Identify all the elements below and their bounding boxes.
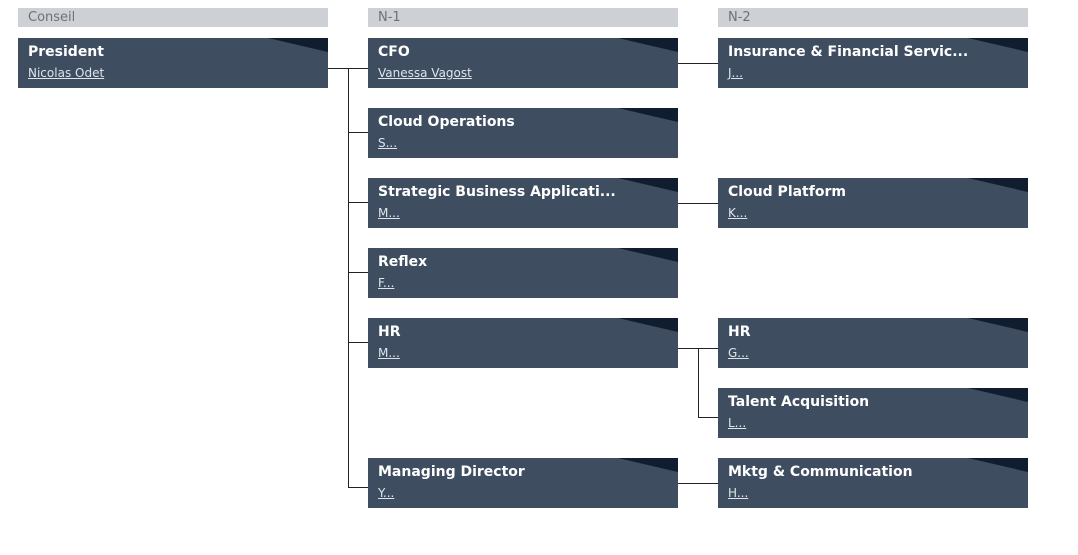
connector-line [348, 272, 368, 273]
org-node-talent-acquisition[interactable]: Talent Acquisition L... [718, 388, 1028, 438]
connector-line [348, 487, 368, 488]
node-title: Cloud Operations [378, 114, 515, 130]
node-person-link[interactable]: Vanessa Vagost [378, 66, 472, 80]
connector-line [348, 132, 368, 133]
corner-decoration [618, 248, 678, 262]
org-node-cfo[interactable]: CFO Vanessa Vagost [368, 38, 678, 88]
corner-decoration [618, 178, 678, 192]
node-title: HR [728, 324, 751, 340]
connector-line [678, 483, 718, 484]
connector-line [348, 68, 368, 69]
connector-line [348, 342, 368, 343]
corner-decoration [618, 38, 678, 52]
corner-decoration [618, 458, 678, 472]
node-title: Insurance & Financial Servic... [728, 44, 969, 60]
corner-decoration [968, 458, 1028, 472]
org-node-cloud-operations[interactable]: Cloud Operations S... [368, 108, 678, 158]
node-title: HR [378, 324, 401, 340]
node-title: CFO [378, 44, 410, 60]
node-person-link[interactable]: J... [728, 66, 743, 80]
corner-decoration [618, 108, 678, 122]
node-person-link[interactable]: F... [378, 276, 395, 290]
node-person-link[interactable]: M... [378, 206, 400, 220]
org-node-cloud-platform[interactable]: Cloud Platform K... [718, 178, 1028, 228]
node-title: Talent Acquisition [728, 394, 870, 410]
node-person-link[interactable]: K... [728, 206, 748, 220]
node-person-link[interactable]: Nicolas Odet [28, 66, 105, 80]
node-person-link[interactable]: G... [728, 346, 749, 360]
connector-line [678, 203, 718, 204]
column-header-conseil: Conseil [18, 8, 328, 27]
corner-decoration [968, 318, 1028, 332]
org-node-strategic-business-applications[interactable]: Strategic Business Applicati... M... [368, 178, 678, 228]
connector-line [328, 68, 348, 69]
column-header-n1: N-1 [368, 8, 678, 27]
org-node-reflex[interactable]: Reflex F... [368, 248, 678, 298]
node-person-link[interactable]: S... [378, 136, 398, 150]
node-title: Reflex [378, 254, 428, 270]
org-node-hr[interactable]: HR M... [368, 318, 678, 368]
org-node-mktg-communication[interactable]: Mktg & Communication H... [718, 458, 1028, 508]
node-person-link[interactable]: L... [728, 416, 747, 430]
connector-line [698, 348, 699, 418]
node-person-link[interactable]: H... [728, 486, 749, 500]
column-header-n2: N-2 [718, 8, 1028, 27]
corner-decoration [968, 388, 1028, 402]
node-person-link[interactable]: M... [378, 346, 400, 360]
corner-decoration [968, 38, 1028, 52]
node-person-link[interactable]: Y... [378, 486, 395, 500]
corner-decoration [968, 178, 1028, 192]
connector-line [348, 202, 368, 203]
node-title: Cloud Platform [728, 184, 846, 200]
connector-line [678, 63, 718, 64]
node-title: Mktg & Communication [728, 464, 913, 480]
node-title: Managing Director [378, 464, 525, 480]
node-title: Strategic Business Applicati... [378, 184, 616, 200]
corner-decoration [268, 38, 328, 52]
connector-line [348, 68, 349, 488]
org-node-managing-director[interactable]: Managing Director Y... [368, 458, 678, 508]
org-node-insurance-financial-services[interactable]: Insurance & Financial Servic... J... [718, 38, 1028, 88]
connector-line [698, 417, 718, 418]
org-node-president[interactable]: President Nicolas Odet [18, 38, 328, 88]
corner-decoration [618, 318, 678, 332]
node-title: President [28, 44, 104, 60]
org-node-hr-sub[interactable]: HR G... [718, 318, 1028, 368]
